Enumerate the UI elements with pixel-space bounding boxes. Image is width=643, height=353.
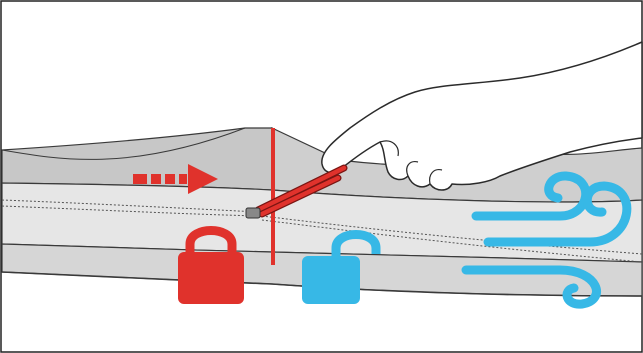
zipper-slider <box>246 208 260 218</box>
